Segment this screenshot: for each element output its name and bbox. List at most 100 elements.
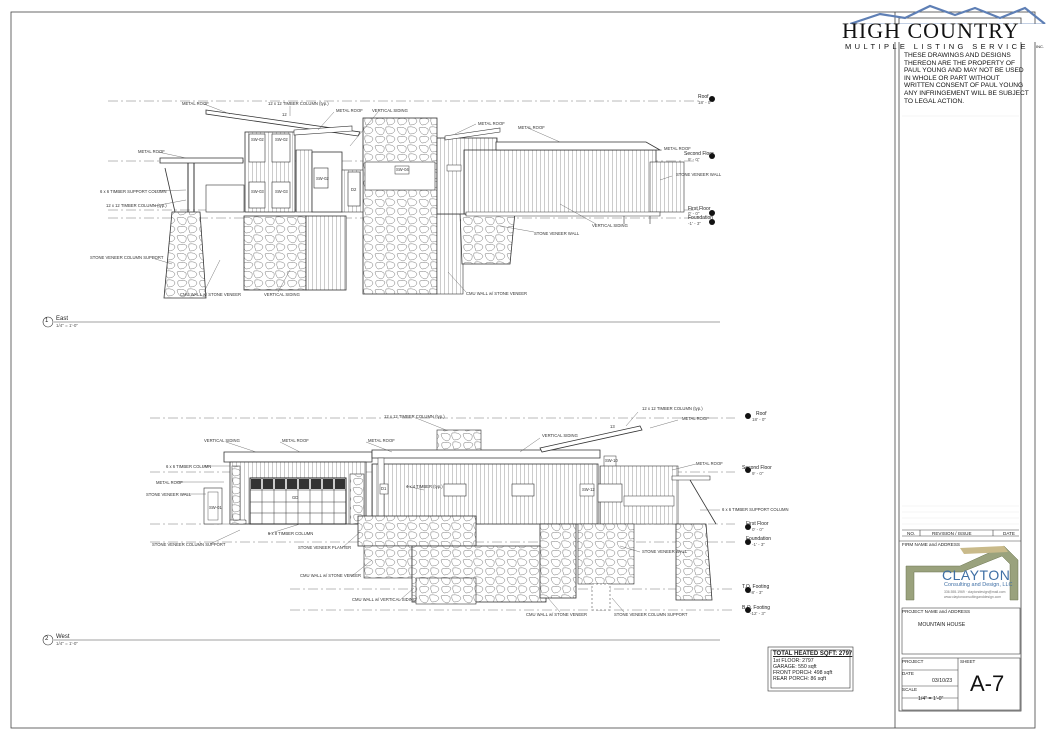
west-tag: METAL ROOF [156,480,183,485]
west-tag: METAL ROOF [282,438,309,443]
east-tag: VERTICAL SIDING [592,223,628,228]
west-tag: VERTICAL SIDING [542,433,578,438]
east-tag: 12 x 12 TIMBER COLUMN (typ.) [268,101,329,106]
firm-name: CLAYTON [942,567,1011,583]
window-tag: SW-01 [209,505,222,510]
view-title-west: West [56,634,70,640]
west-tag: STONE VENEER COLUMN SUPPORT [152,542,226,547]
west-tag: 6 x 6 TIMBER COLUMN [166,464,212,469]
level-elev: 18' - 0" [752,417,766,422]
level-elev: 18' - 0" [698,100,712,105]
window-tag: SW-12 [582,487,595,492]
east-tag: METAL ROOF [478,121,505,126]
west-tag: STONE VENEER COLUMN SUPPORT [614,612,688,617]
level-elev: -1' - 3" [752,542,765,547]
west-tag: CMU WALL w/ STONE VENEER [526,612,588,617]
tb-project-label: PROJECT [902,659,924,664]
firm-tagline: Consulting and Design, LLC [944,582,1013,588]
window-tag: SW-03 [251,189,264,194]
east-tag: 12 [282,112,287,117]
west-tag: STONE VENEER PLANTER [298,545,352,550]
window-tag: D2 [351,187,357,192]
area-line: 1st FLOOR: 2797 [773,658,814,664]
window-tag: SW-03 [275,189,288,194]
area-summary-title: TOTAL HEATED SQFT: 2797 [773,651,853,657]
view-number: 1 [45,318,49,324]
project-name: MOUNTAIN HOUSE [918,622,966,628]
level-elev: -8' - 3" [750,590,763,595]
window-tag: SW-02 [275,137,288,142]
level-elev: 9' - 0" [688,157,700,162]
firm-label: FIRM NAME and ADDRESS [902,542,960,547]
view-number: 2 [45,636,49,642]
window-tag: SW-02 [251,137,264,142]
level-name: Second Floor [684,151,714,157]
level-name: Foundation [688,215,714,221]
logo-backdrop [842,24,1049,42]
level-elev: 0' - 0" [688,211,700,216]
level-name: Roof [698,94,709,100]
level-name: First Floor [688,206,711,212]
level-name: First Floor [746,521,769,527]
view-scale: 1/4" = 1'-0" [56,323,78,328]
tb-date-label: DATE [902,671,914,676]
level-elev: -12' - 3" [750,611,766,616]
east-tag: METAL ROOF [182,101,209,106]
tb-sheet-number: A-7 [970,671,1005,696]
level-name: T.O. Footing [742,584,770,590]
west-tag: 13 [610,424,615,429]
level-elev: 0' - 0" [752,527,764,532]
tb-scale-label: SCALE [902,687,918,692]
east-tag: 6 x 6 TIMBER SUPPORT COLUMN [100,189,167,194]
level-name: Roof [756,411,767,417]
east-tag: STONE VENEER WALL [534,231,580,236]
east-tag: STONE VENEER WALL [676,172,722,177]
west-tag: METAL ROOF [368,438,395,443]
west-tag: 12 x 12 TIMBER COLUMN (typ.) [642,406,703,411]
west-tag: 4 x 4 TIMBER (typ.) [406,484,443,489]
revision-col-date: DATE [1003,531,1015,536]
east-tag: 12 x 12 TIMBER COLUMN (typ.) [106,203,167,208]
west-tag: METAL ROOF [696,461,723,466]
logo-title: HIGH COUNTRY [842,18,1020,43]
area-line: REAR PORCH: 86 sqft [773,676,827,682]
level-name: Foundation [746,536,772,542]
level-name: B.O. Footing [742,605,771,611]
window-tag: SW-10 [605,458,618,463]
east-tag: METAL ROOF [664,146,691,151]
window-tag: SW-02 [316,176,329,181]
tb-date: 03/10/23 [932,678,953,684]
tb-sheet-label: SHEET [960,659,976,664]
view-title-east: East [56,316,69,322]
east-elevation [108,96,715,299]
east-tag: VERTICAL SIDING [264,292,300,297]
east-tag: VERTICAL SIDING [372,108,408,113]
west-tag: VERTICAL SIDING [204,438,240,443]
area-line: GARAGE: 550 sqft [773,664,817,670]
west-tag: 5 x 8 TIMBER COLUMN [268,531,314,536]
level-elev: 9' - 0" [752,471,764,476]
east-tag: STONE VENEER COLUMN SUPPORT [90,255,164,260]
tb-scale: 1/4" = 1'-0" [918,696,944,702]
level-name: Second Floor [742,465,772,471]
east-tag: CMU WALL w/ STONE VENEER [466,291,528,296]
window-tag: SW-04 [396,167,409,172]
west-tag: 12 x 12 TIMBER COLUMN (typ.) [384,414,445,419]
level-elev: -1' - 3" [688,221,701,226]
logo-mark: INC. [1036,44,1044,49]
revision-col-issue: REVISION / ISSUE [932,531,972,536]
east-tag: CMU WALL w/ STONE VENEER [180,292,242,297]
west-tag: CMU WALL w/ VERTICAL SIDING [352,597,417,602]
west-tag: CMU WALL w/ STONE VENEER [300,573,362,578]
firm-web: www.claytonconsultinganddesign.com [944,595,1002,599]
west-tag: STONE VENEER WALL [642,549,688,554]
clayton-logo-mark [905,545,1019,601]
west-tag: METAL ROOF [682,416,709,421]
firm-contact: 336.555.1969 · claytondesign@mail.com [944,590,1006,594]
west-elevation [150,411,751,613]
area-line: FRONT PORCH: 498 sqft [773,670,833,676]
east-tag: METAL ROOF [336,108,363,113]
copyright-notice: THESE DRAWINGS AND DESIGNS THEREON ARE T… [904,52,1029,105]
west-tag: STONE VENEER WALL [146,492,192,497]
